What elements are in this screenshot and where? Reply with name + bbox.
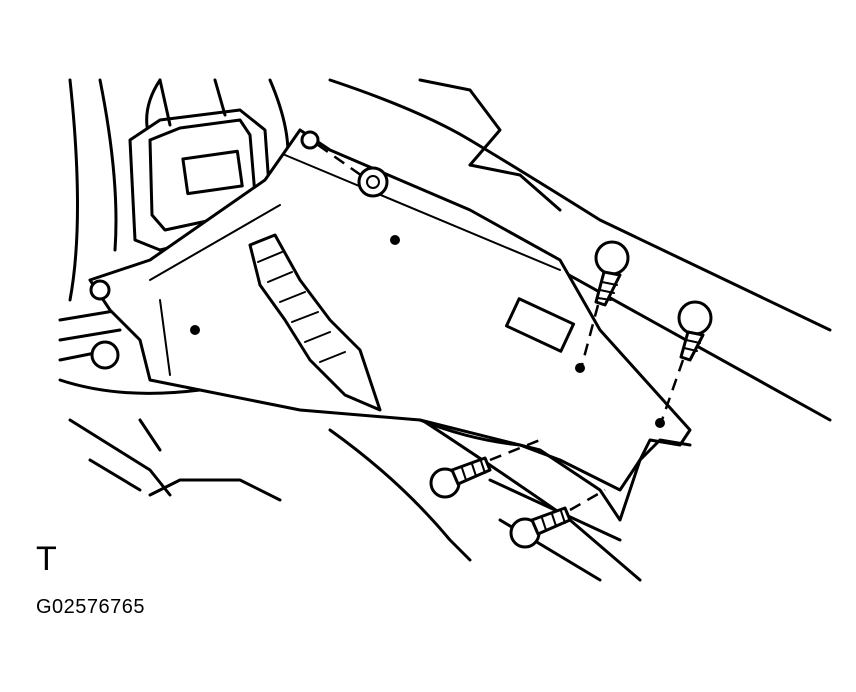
seat-belt-webbing-icon	[248, 233, 382, 412]
nut-icon	[317, 143, 389, 198]
bolt-icon	[429, 240, 713, 549]
trim-panel-icon	[88, 128, 692, 522]
orientation-mark: T	[36, 540, 57, 578]
harness-wire-icon	[418, 418, 692, 492]
figure-code: G02576765	[36, 596, 146, 618]
clip-icon	[89, 130, 320, 370]
seat-belt-retractor-icon	[128, 78, 272, 252]
